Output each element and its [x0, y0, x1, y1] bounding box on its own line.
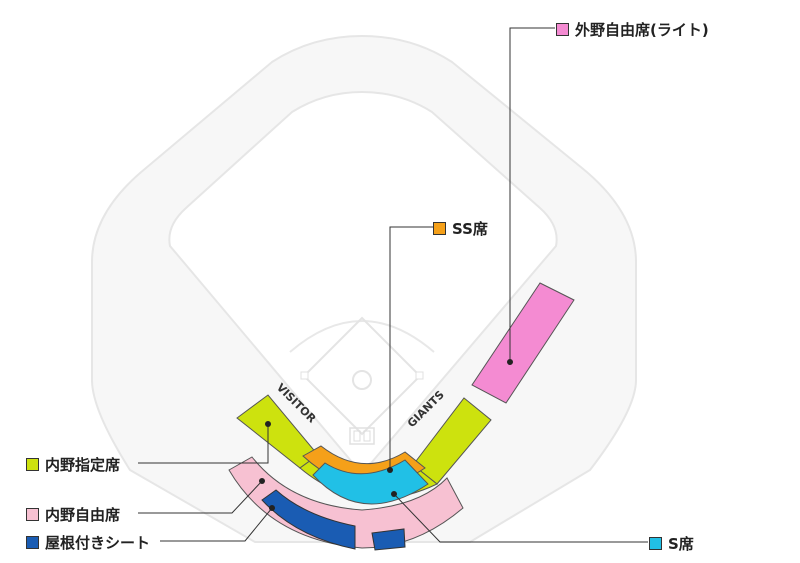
section-s-seat[interactable] — [312, 459, 429, 505]
dot-outfield-right — [507, 359, 513, 365]
legend-ss-seat-label: SS席 — [452, 220, 488, 238]
leader-infield-reserved — [138, 424, 269, 464]
section-roof-seat-left[interactable] — [261, 489, 356, 550]
legend-roof-seat-label: 屋根付きシート — [45, 534, 151, 552]
legend-infield-reserved-label: 内野指定席 — [45, 456, 121, 474]
dot-infield-reserved — [265, 421, 271, 427]
swatch-roof-seat — [26, 536, 39, 549]
batter-box-left — [353, 430, 361, 442]
dot-infield-free — [259, 478, 265, 484]
infield-arc — [289, 320, 435, 353]
legend-infield-free-label: 内野自由席 — [45, 506, 121, 524]
legend-outfield-right[interactable]: 外野自由席(ライト) — [556, 19, 709, 40]
leader-outfield-right — [509, 27, 555, 362]
legend-s-seat-label: S席 — [668, 535, 694, 553]
legend-infield-free[interactable]: 内野自由席 — [26, 504, 120, 525]
section-infield-free[interactable] — [228, 456, 464, 549]
first-base — [415, 371, 424, 380]
swatch-outfield-right — [556, 23, 569, 36]
leader-s-seat — [393, 493, 648, 543]
batter-box-right — [363, 430, 371, 442]
legend-ss-seat[interactable]: SS席 — [433, 218, 488, 239]
pitchers-mound — [352, 370, 372, 390]
dot-s-seat — [391, 491, 397, 497]
leader-ss-seat — [389, 226, 433, 470]
swatch-ss-seat — [433, 222, 446, 235]
legend-outfield-right-label: 外野自由席(ライト) — [575, 21, 709, 39]
legend-roof-seat[interactable]: 屋根付きシート — [26, 532, 150, 553]
leader-infield-free — [138, 480, 263, 514]
home-plate — [349, 427, 375, 445]
leader-roof-seat — [160, 507, 273, 542]
swatch-infield-free — [26, 508, 39, 521]
swatch-s-seat — [649, 537, 662, 550]
swatch-infield-reserved — [26, 458, 39, 471]
third-base — [300, 371, 309, 380]
section-roof-seat-right[interactable] — [371, 528, 406, 551]
dot-ss-seat — [387, 467, 393, 473]
dot-roof-seat — [269, 505, 275, 511]
legend-infield-reserved[interactable]: 内野指定席 — [26, 454, 120, 475]
infield-diamond — [302, 316, 422, 436]
legend-s-seat[interactable]: S席 — [649, 533, 694, 554]
section-outfield-right[interactable] — [471, 282, 575, 404]
